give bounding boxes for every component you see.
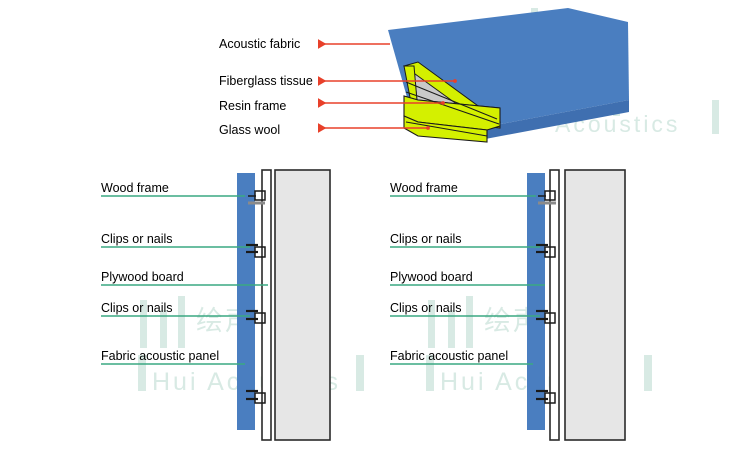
fabric-panel-right [527, 173, 545, 430]
top-label-arrows [318, 39, 457, 133]
label-glass-wool: Glass wool [219, 123, 281, 137]
label-clips-or-nails-lower-left: Clips or nails [101, 301, 173, 315]
leader-lines-left [101, 195, 268, 365]
label-fabric-acoustic-panel-right: Fabric acoustic panel [390, 349, 509, 363]
label-plywood-board-right: Plywood board [390, 270, 473, 284]
clip-bracket-upper-mid-right [536, 243, 556, 258]
plywood-board-right [549, 169, 560, 441]
label-plywood-board-left: Plywood board [101, 270, 184, 284]
wood-frame-right [564, 169, 626, 441]
label-fiberglass-tissue: Fiberglass tissue [219, 74, 313, 88]
label-fabric-acoustic-panel-left: Fabric acoustic panel [101, 349, 220, 363]
clip-bracket-top-left [248, 190, 266, 205]
label-clips-or-nails-upper-right: Clips or nails [390, 232, 462, 246]
leader-lines-right [390, 195, 545, 365]
acoustic-fabric-edge [480, 100, 629, 140]
label-wood-frame-left: Wood frame [101, 181, 169, 195]
clip-bracket-lower-mid-right [536, 309, 556, 324]
clip-bracket-lower-mid-left [246, 309, 266, 324]
clip-bracket-bottom-right [536, 389, 556, 404]
wood-frame-left [274, 169, 331, 441]
clip-bracket-top-right [538, 190, 556, 205]
label-clips-or-nails-upper-left: Clips or nails [101, 232, 173, 246]
label-wood-frame-right: Wood frame [390, 181, 458, 195]
clip-bracket-bottom-left [246, 389, 266, 404]
plywood-board-left [261, 169, 272, 441]
clip-bracket-upper-mid-left [246, 243, 266, 258]
label-clips-or-nails-lower-right: Clips or nails [390, 301, 462, 315]
fabric-panel-left [237, 173, 255, 430]
label-acoustic-fabric: Acoustic fabric [219, 37, 301, 51]
label-resin-frame: Resin frame [219, 99, 287, 113]
